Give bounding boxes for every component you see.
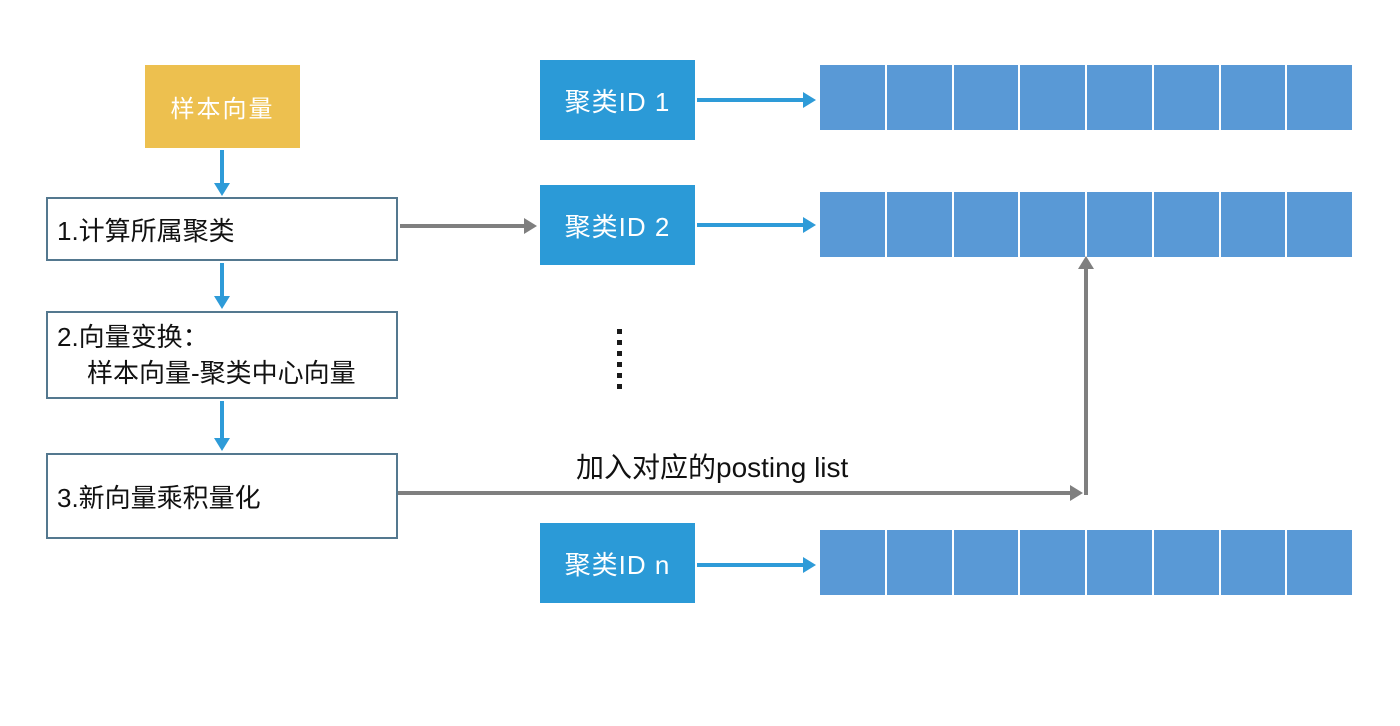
arrow-down-2-head-icon xyxy=(214,296,230,309)
cluster-id-n-box: 聚类ID n xyxy=(540,523,695,603)
arrow-down-3-head-icon xyxy=(214,438,230,451)
ellipsis-dot xyxy=(617,362,622,367)
connector-step1-head-icon xyxy=(524,218,537,234)
posting-list-n xyxy=(820,530,1352,595)
arrow-cluster-n-head-icon xyxy=(803,557,816,573)
posting-list-1-cell xyxy=(820,65,885,130)
posting-list-2-cell xyxy=(1087,192,1152,257)
ellipsis-dot xyxy=(617,340,622,345)
posting-list-1-cell xyxy=(1153,65,1219,130)
ellipsis-dot xyxy=(617,329,622,334)
posting-list-1-cell xyxy=(886,65,952,130)
arrow-cluster2-head-icon xyxy=(803,217,816,233)
sample-vector-box: 样本向量 xyxy=(145,65,300,148)
posting-list-2-cell xyxy=(886,192,952,257)
connector-step3-head-icon xyxy=(1070,485,1083,501)
posting-list-1-cell xyxy=(1020,65,1085,130)
step3-box: 3.新向量乘积量化 xyxy=(46,453,398,539)
posting-list-1 xyxy=(820,65,1352,130)
step1-box: 1.计算所属聚类 xyxy=(46,197,398,261)
step3-label: 3.新向量乘积量化 xyxy=(57,482,261,513)
posting-list-n-cell xyxy=(1020,530,1085,595)
posting-list-2-cell xyxy=(1153,192,1219,257)
posting-list-2-cell xyxy=(1287,192,1352,257)
arrow-down-1-head-icon xyxy=(214,183,230,196)
connector-up-head-icon xyxy=(1078,256,1094,269)
arrow-cluster1-head-icon xyxy=(803,92,816,108)
arrow-down-2 xyxy=(220,263,224,297)
posting-list-n-cell xyxy=(953,530,1019,595)
arrow-down-1 xyxy=(220,150,224,184)
arrow-cluster-n-to-list xyxy=(697,563,803,567)
step2-box: 2.向量变换： 样本向量-聚类中心向量 xyxy=(46,311,398,399)
connector-step1-to-cluster2 xyxy=(400,224,524,228)
posting-list-n-cell xyxy=(1153,530,1219,595)
ellipsis-dot xyxy=(617,373,622,378)
connector-step3-horizontal xyxy=(398,491,1070,495)
posting-list-n-cell xyxy=(1220,530,1286,595)
posting-list-1-cell xyxy=(1287,65,1352,130)
arrow-cluster1-to-list xyxy=(697,98,803,102)
posting-list-2-cell xyxy=(1020,192,1085,257)
posting-list-n-cell xyxy=(1287,530,1352,595)
vertical-ellipsis xyxy=(617,329,622,389)
posting-list-2-cell xyxy=(1220,192,1286,257)
posting-list-2 xyxy=(820,192,1352,257)
step2-label-line1: 2.向量变换： xyxy=(57,322,209,352)
posting-list-1-cell xyxy=(1087,65,1152,130)
cluster-id-1-box: 聚类ID 1 xyxy=(540,60,695,140)
posting-list-2-cell xyxy=(953,192,1019,257)
cluster-id-2-box: 聚类ID 2 xyxy=(540,185,695,265)
posting-list-annotation: 加入对应的posting list xyxy=(576,452,849,483)
step1-label: 1.计算所属聚类 xyxy=(57,215,235,246)
posting-list-n-cell xyxy=(886,530,952,595)
ellipsis-dot xyxy=(617,384,622,389)
connector-up-to-list2 xyxy=(1084,268,1088,495)
posting-list-n-cell xyxy=(1087,530,1152,595)
ellipsis-dot xyxy=(617,351,622,356)
posting-list-1-cell xyxy=(1220,65,1286,130)
posting-list-2-cell xyxy=(820,192,885,257)
posting-list-1-cell xyxy=(953,65,1019,130)
arrow-down-3 xyxy=(220,401,224,439)
posting-list-n-cell xyxy=(820,530,885,595)
arrow-cluster2-to-list xyxy=(697,223,803,227)
step2-label-line2: 样本向量-聚类中心向量 xyxy=(87,358,356,388)
